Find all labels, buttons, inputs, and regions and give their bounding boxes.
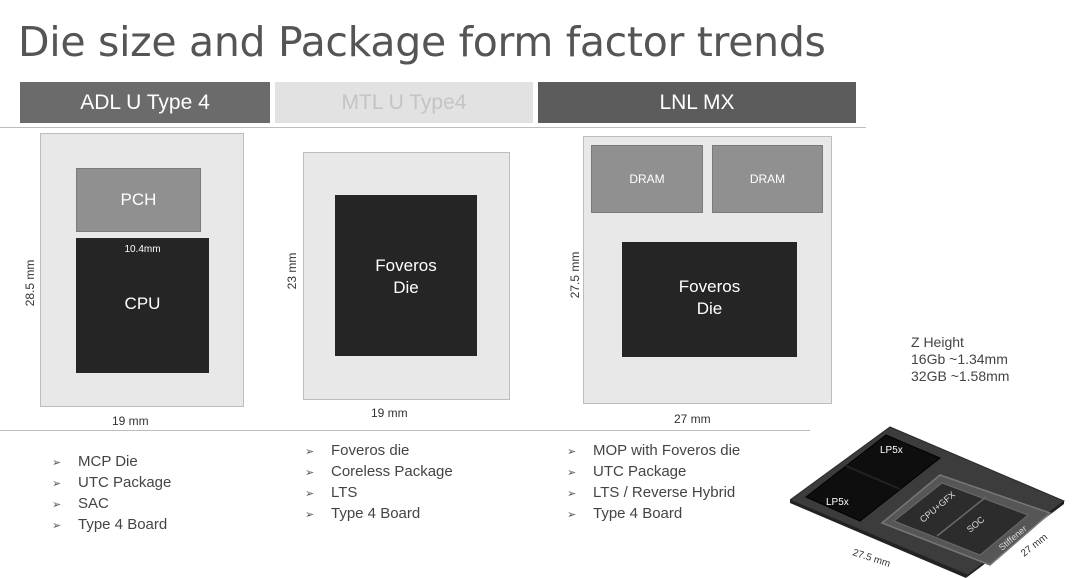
list-item: ➢LTS: [305, 483, 453, 504]
arrow-bullet-icon: ➢: [52, 457, 62, 469]
list-item: ➢MCP Die: [52, 452, 171, 473]
lnl-dram-left: DRAM: [591, 145, 703, 213]
list-item: ➢SAC: [52, 494, 171, 515]
arrow-bullet-icon: ➢: [305, 488, 315, 500]
list-item: ➢Coreless Package: [305, 462, 453, 483]
lnl-feature-list: ➢MOP with Foveros die ➢UTC Package ➢LTS …: [567, 441, 740, 525]
arrow-bullet-icon: ➢: [52, 478, 62, 490]
mtl-height-label: 23 mm: [285, 252, 299, 290]
list-item: ➢MOP with Foveros die: [567, 441, 740, 462]
lnl-dram-right: DRAM: [712, 145, 823, 213]
lnl-foveros-die: Foveros Die: [622, 242, 797, 357]
arrow-bullet-icon: ➢: [305, 446, 315, 458]
header-mtl-u-type4: MTL U Type4: [275, 82, 533, 123]
render-dim-bottom: 27.5 mm: [851, 547, 891, 569]
lp5x-divider: [845, 465, 901, 490]
header-lnl-mx: LNL MX: [538, 82, 856, 123]
adl-cpu-dimension: 10.4mm: [124, 244, 161, 255]
tile-divider: [936, 496, 987, 537]
arrow-bullet-icon: ➢: [567, 446, 577, 458]
list-item: ➢UTC Package: [567, 462, 740, 483]
lnl-dram-left-label: DRAM: [629, 172, 665, 186]
header-adl-u-type4: ADL U Type 4: [20, 82, 270, 123]
adl-height-label: 28.5 mm: [23, 259, 37, 307]
list-item: ➢LTS / Reverse Hybrid: [567, 483, 740, 504]
lnl-height-label: 27.5 mm: [568, 251, 582, 299]
z-height-block: Z Height 16Gb ~1.34mm 32GB ~1.58mm: [911, 334, 1009, 385]
mtl-width-label: 19 mm: [371, 406, 408, 420]
z-height-title: Z Height: [911, 334, 964, 350]
z-height-32gb: 32GB ~1.58mm: [911, 368, 1010, 384]
list-item: ➢Type 4 Board: [567, 504, 740, 525]
top-divider: [0, 127, 866, 128]
mtl-feature-list: ➢Foveros die ➢Coreless Package ➢LTS ➢Typ…: [305, 441, 453, 525]
lnl-width-label: 27 mm: [674, 412, 711, 426]
substrate-edge: [790, 500, 968, 578]
arrow-bullet-icon: ➢: [305, 467, 315, 479]
lnl-die-label-line2: Die: [696, 299, 723, 318]
adl-cpu-die: 10.4mm CPU: [76, 238, 209, 373]
arrow-bullet-icon: ➢: [305, 509, 315, 521]
mtl-die-label-line1: Foveros: [375, 256, 437, 275]
lp5x-bottom-label: LP5x: [826, 497, 849, 508]
adl-pch-die: PCH: [76, 168, 201, 232]
compute-die: [893, 482, 1029, 556]
arrow-bullet-icon: ➢: [567, 509, 577, 521]
lp5x-top-label: LP5x: [880, 445, 903, 456]
bottom-divider: [0, 430, 810, 431]
lnl-dram-right-label: DRAM: [749, 172, 786, 186]
mtl-die-label-line2: Die: [393, 278, 419, 297]
adl-pch-label: PCH: [120, 190, 157, 209]
adl-feature-list: ➢MCP Die ➢UTC Package ➢SAC ➢Type 4 Board: [52, 452, 171, 536]
z-height-16gb: 16Gb ~1.34mm: [911, 351, 1008, 367]
list-item: ➢Type 4 Board: [305, 504, 453, 525]
arrow-bullet-icon: ➢: [567, 467, 577, 479]
arrow-bullet-icon: ➢: [52, 520, 62, 532]
lnl-die-label-line1: Foveros: [678, 277, 741, 296]
arrow-bullet-icon: ➢: [52, 499, 62, 511]
list-item: ➢UTC Package: [52, 473, 171, 494]
lnl-package-3d-render: LP5x LP5x CPU+GFX SOC Stiffener 27.5 mm …: [790, 426, 1065, 578]
arrow-bullet-icon: ➢: [567, 488, 577, 500]
adl-cpu-label: CPU: [124, 294, 161, 313]
adl-width-label: 19 mm: [112, 414, 149, 428]
list-item: ➢Foveros die: [305, 441, 453, 462]
mtl-foveros-die: Foveros Die: [335, 195, 477, 356]
page-title: Die size and Package form factor trends: [18, 18, 826, 66]
list-item: ➢Type 4 Board: [52, 515, 171, 536]
